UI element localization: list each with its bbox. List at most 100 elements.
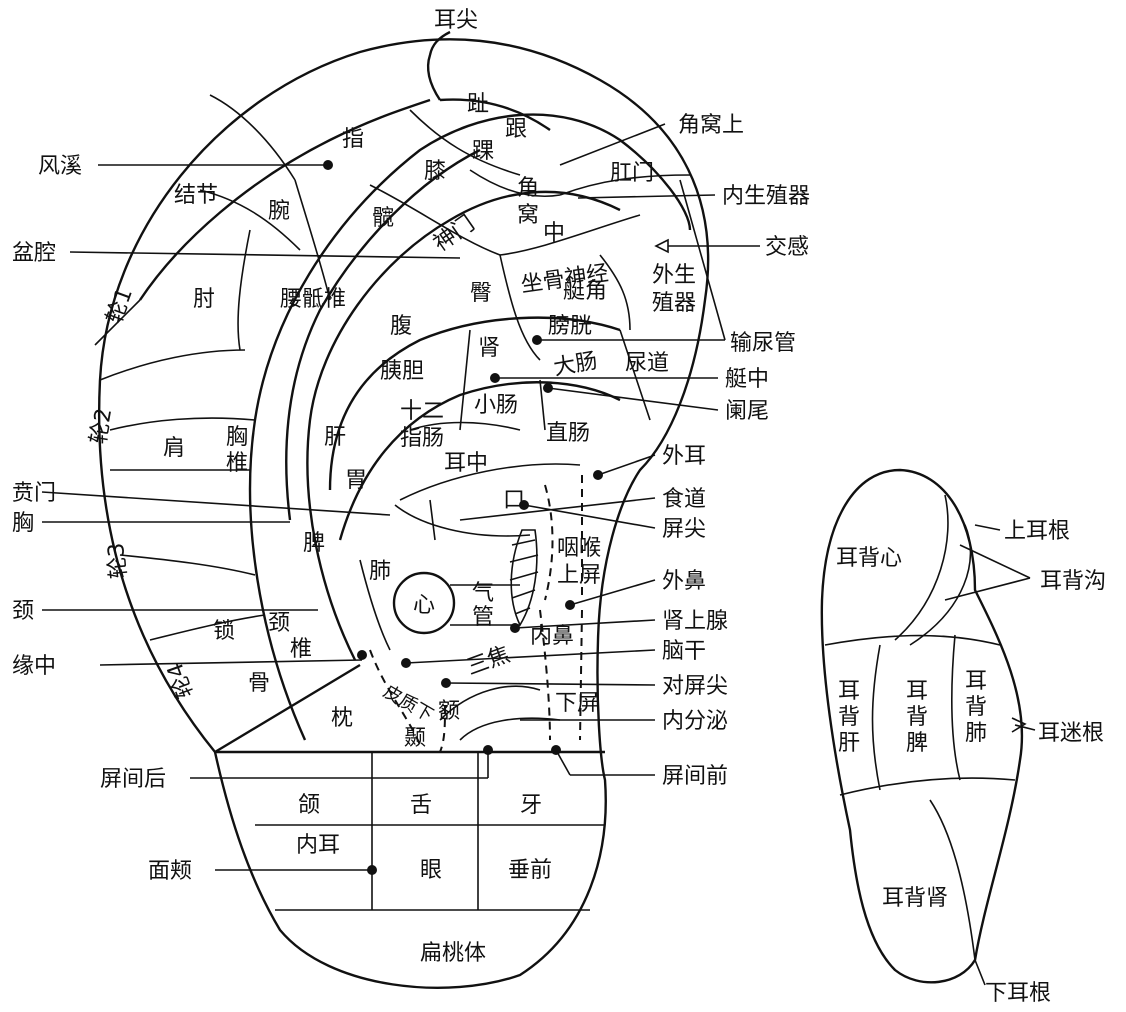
label-shenmen: 神门 <box>429 211 479 257</box>
label-jaw: 颌 <box>298 793 320 818</box>
label-eye: 眼 <box>420 858 442 883</box>
label-vagus-root: 耳迷根 <box>1038 721 1104 746</box>
callout-fengxi: 风溪 <box>38 154 82 179</box>
label-back-spleen-3: 脾 <box>906 731 928 756</box>
label-kidney: 肾 <box>478 336 500 361</box>
callout-appendix: 阑尾 <box>725 399 769 424</box>
label-heart: 心 <box>413 593 435 618</box>
callout-lines-back <box>944 524 1036 986</box>
label-trachea-2: 管 <box>472 605 494 630</box>
label-liver: 肝 <box>324 425 346 450</box>
label-tingjiao: 艇角 <box>563 279 607 304</box>
label-occiput: 枕 <box>331 706 353 731</box>
label-helix1: 轮1 <box>102 285 138 327</box>
callout-intertragic-ant: 屏间前 <box>662 764 728 789</box>
label-lower-root: 下耳根 <box>985 981 1051 1006</box>
label-genital-2: 殖器 <box>652 291 696 316</box>
callout-neck: 颈 <box>12 599 34 624</box>
callout-lines-left <box>41 160 493 875</box>
label-pancreas: 胰胆 <box>380 359 424 384</box>
label-back-lung-1: 耳 <box>965 669 987 694</box>
label-inner-ear: 内耳 <box>296 833 340 858</box>
callout-antitragus-apex: 对屏尖 <box>662 674 728 699</box>
label-heel: 跟 <box>505 117 527 142</box>
label-nodule: 结节 <box>174 183 218 208</box>
callout-pelvis: 盆腔 <box>12 241 56 266</box>
callout-inner-genital: 内生殖器 <box>722 184 810 209</box>
label-back-liver-3: 肝 <box>838 731 860 756</box>
label-abdomen: 腹 <box>390 314 412 339</box>
label-back-lung-2: 背 <box>965 695 987 720</box>
label-genital-1: 外生 <box>652 263 696 288</box>
label-back-spleen-2: 背 <box>906 705 928 730</box>
label-elbow: 肘 <box>193 287 215 312</box>
callout-tingzhong: 艇中 <box>725 367 769 392</box>
label-bladder: 膀胱 <box>548 314 592 339</box>
label-neck-spine-2: 椎 <box>290 637 312 662</box>
label-duodenum-1: 十二 <box>400 399 444 424</box>
label-lower-tragus: 下屏 <box>555 691 599 716</box>
label-finger: 指 <box>342 127 364 152</box>
label-helix3: 轮3 <box>104 542 132 580</box>
label-trachea-1: 气 <box>472 581 494 606</box>
front-callout-labels: 风溪 盆腔 贲门 胸 颈 缘中 屏间后 面颊 角窝上 肛门 内生殖器 交感 输尿… <box>12 113 810 884</box>
label-ankle: 踝 <box>472 139 494 164</box>
callout-anus: 肛门 <box>610 161 654 186</box>
label-wrist: 腕 <box>268 199 290 224</box>
label-lobe-front: 垂前 <box>508 858 552 883</box>
label-throat: 咽喉 <box>557 536 601 561</box>
label-upper-root: 上耳根 <box>1004 519 1070 544</box>
callout-adrenal: 肾上腺 <box>662 609 728 634</box>
label-ear-apex: 耳尖 <box>434 8 478 33</box>
label-jiaowo-top: 角 <box>517 176 539 201</box>
label-mouth: 口 <box>503 488 525 513</box>
label-lung: 肺 <box>369 559 391 584</box>
callout-chest: 胸 <box>12 511 34 536</box>
callout-helix-center: 缘中 <box>12 654 56 679</box>
label-back-heart: 耳背心 <box>836 546 902 571</box>
label-buttock: 臀 <box>470 281 492 306</box>
label-neck-spine-1: 颈 <box>268 611 290 636</box>
tragus-dashed <box>369 475 583 753</box>
label-clavicle-2: 骨 <box>248 671 270 696</box>
label-chest-spine-2: 椎 <box>226 451 248 476</box>
callout-sympathetic: 交感 <box>765 235 809 260</box>
label-temple: 颞 <box>404 726 426 751</box>
label-lumbosacral: 腰骶椎 <box>280 287 346 312</box>
front-region-labels: 耳尖 趾 跟 踝 指 膝 髋 神门 角 窝 中 坐骨神经 臀 艇角 外生 殖器 … <box>86 8 696 966</box>
label-helix4: 轮4 <box>163 659 199 701</box>
callout-intertragic-post: 屏间后 <box>100 767 166 792</box>
label-chest-spine-1: 胸 <box>226 425 248 450</box>
label-ear-center: 耳中 <box>444 451 488 476</box>
label-back-kidney: 耳背肾 <box>882 886 948 911</box>
label-spleen: 脾 <box>303 531 325 556</box>
label-upper-tragus: 上屏 <box>557 563 601 588</box>
label-tonsil: 扁桃体 <box>420 941 486 966</box>
callout-endocrine: 内分泌 <box>662 709 728 734</box>
label-back-spleen-1: 耳 <box>906 679 928 704</box>
callout-lines-right <box>401 123 760 776</box>
label-sanjiao: 三焦 <box>464 642 514 681</box>
back-ear-outline <box>820 468 1027 984</box>
label-back-liver-2: 背 <box>838 705 860 730</box>
label-jiaowo-mid: 窝 <box>517 203 539 228</box>
callout-brainstem: 脑干 <box>662 639 706 664</box>
label-knee: 膝 <box>424 159 446 184</box>
label-cortex: 皮质下 <box>380 681 437 726</box>
label-stomach: 胃 <box>345 468 367 493</box>
label-duodenum-2: 指肠 <box>400 426 444 451</box>
back-ear-labels: 耳背心 上耳根 耳背沟 耳 背 肝 耳 背 脾 耳 背 肺 耳迷根 耳背肾 下耳… <box>836 519 1106 1006</box>
label-clavicle-1: 锁 <box>213 619 235 644</box>
label-jiaowo-zhong: 中 <box>543 221 565 246</box>
label-helix2: 轮2 <box>86 406 117 446</box>
callout-tragus-apex: 屏尖 <box>662 517 706 542</box>
label-hip: 髋 <box>372 206 394 231</box>
label-back-liver-1: 耳 <box>838 679 860 704</box>
label-tooth: 牙 <box>520 793 542 818</box>
label-large-intestine: 大肠 <box>552 349 600 381</box>
front-ear-outline <box>94 30 710 989</box>
label-urethra: 尿道 <box>625 351 669 376</box>
label-small-intestine: 小肠 <box>474 393 518 418</box>
